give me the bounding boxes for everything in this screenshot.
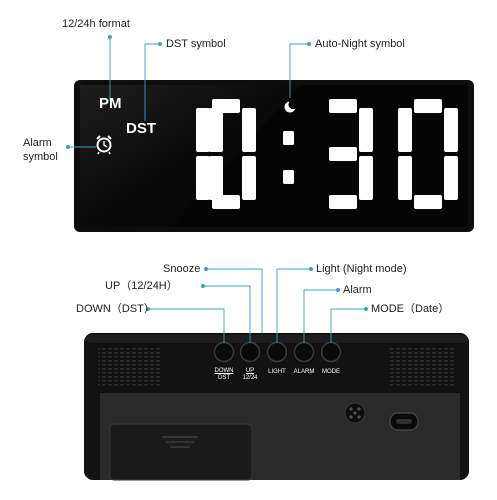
digit-4-segment-a [414,99,442,113]
digit-3-segment-c [359,156,373,200]
down-button-label: DOWN DST [209,368,239,382]
up-button[interactable] [239,341,261,363]
digit-4-segment-b [444,108,458,152]
moon-icon [284,99,298,113]
dst-callout-label: DST symbol [166,38,226,50]
battery-cover-ridges [162,436,198,448]
down-button-label-line2: DST [218,375,230,381]
up-button-label-line1: UP [245,368,255,374]
speaker-grille-left [98,346,160,386]
alarm-button-label: ALARM [293,369,315,375]
alarm-button[interactable] [293,341,315,363]
digit-2-segment-b [242,108,256,152]
time-digits-group [196,99,458,209]
digit-4-segment-d [414,195,442,209]
alarm-symbol-callout-label-2: symbol [23,151,58,163]
alarm-symbol-callout-label-1: Alarm [23,137,52,149]
up-button-label-line2: 12/24 [242,375,258,381]
top-leader-lines [68,37,309,148]
digit-3-segment-g [329,147,357,161]
digit-3-segment-b [359,108,373,152]
digit-1-segment-b [209,108,223,152]
colon-dot-top [283,131,294,145]
light-callout-label: Light (Night mode) [316,263,407,275]
up-button-label: UP 12/24 [235,368,265,382]
digit-2-segment-e [196,156,210,200]
digit-4-segment-f [398,108,412,152]
light-button-label: LIGHT [268,369,286,375]
top-leader-dots [66,35,311,149]
digit-2-segment-f [196,108,210,152]
battery-cover [109,423,253,481]
snooze-callout-label: Snooze [163,263,201,275]
bottom-leader-dots [146,267,368,311]
down-button-label-line1: DOWN [214,368,234,374]
digit-2-segment-c [242,156,256,200]
digit-2-segment-d [212,195,240,209]
mode-button-label: MODE [322,369,340,375]
digit-3-segment-a [329,99,357,113]
digit-3-segment-d [329,195,357,209]
mode-button[interactable] [320,341,342,363]
format-callout-label: 12/24h format [62,18,130,30]
down-callout-label: DOWN（DST） [76,303,155,315]
colon-dot-bottom [283,170,294,184]
down-button[interactable] [213,341,235,363]
alarm-bell-icon [96,135,112,155]
mode-callout-label: MODE（Date） [371,303,450,315]
digit-4-segment-e [398,156,412,200]
light-sensor-icon [344,402,366,424]
back-clock-top-edge [86,335,467,343]
digit-4-segment-c [444,156,458,200]
digit-2-segment-a [212,99,240,113]
auto-night-callout-label: Auto-Night symbol [315,38,405,50]
dst-indicator: DST [126,120,156,137]
light-button[interactable] [266,341,288,363]
up-callout-label: UP（12/24H） [105,280,178,292]
alarm-callout-label: Alarm [343,284,372,296]
speaker-grille-right [390,346,456,386]
digit-1-segment-c [209,156,223,200]
pm-indicator: PM [99,95,122,112]
bottom-leader-lines [148,268,366,343]
usb-c-port-icon [389,412,419,431]
